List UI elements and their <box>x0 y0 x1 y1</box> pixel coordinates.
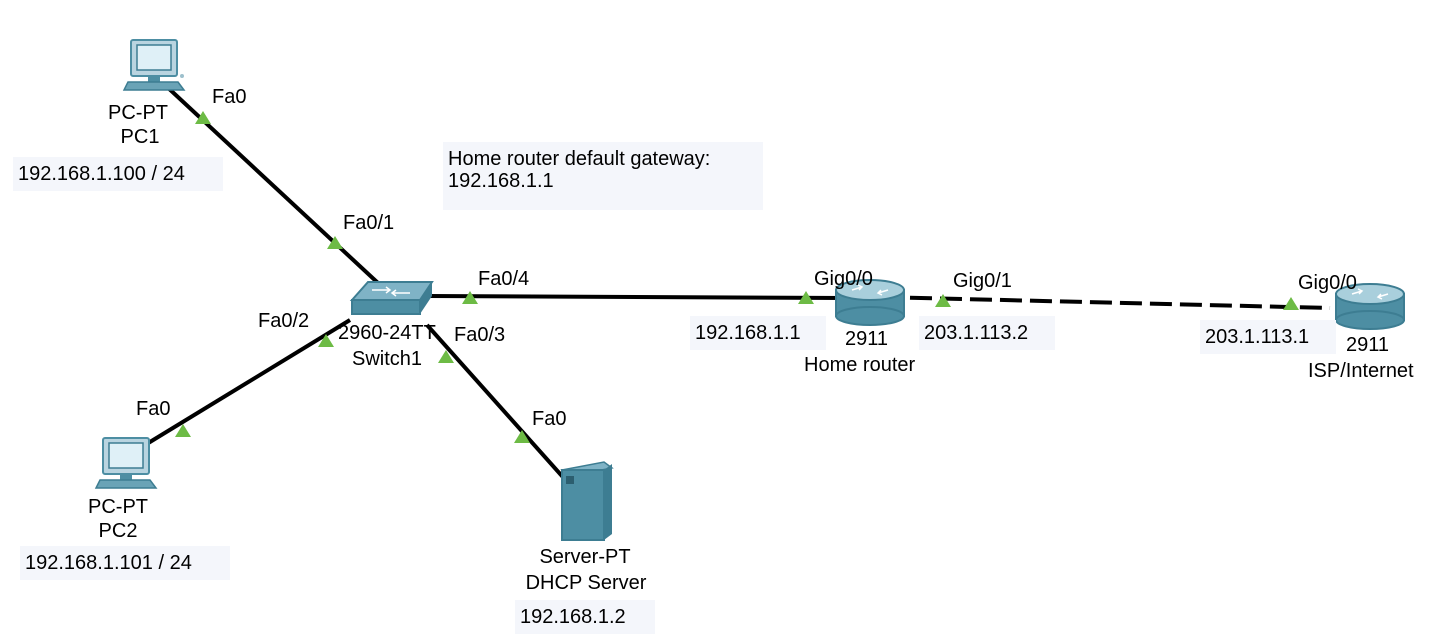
port-label-pc1-fa0: Fa0 <box>212 86 247 108</box>
server-model-label: Server-PT <box>539 546 631 568</box>
pc1-icon[interactable] <box>122 39 186 91</box>
pc2-name-label: PC2 <box>98 520 138 542</box>
pc1-model-label: PC-PT <box>108 102 168 124</box>
port-label-home-gig0-0: Gig0/0 <box>814 268 873 290</box>
port-marker-isp-gig0-0 <box>1283 297 1299 310</box>
pc1-ip-note: 192.168.1.100 / 24 <box>13 157 223 191</box>
server-ip-note: 192.168.1.2 <box>515 600 655 634</box>
isp-router-name-label: ISP/Internet <box>1308 360 1414 382</box>
port-marker-sw-fa0-3 <box>438 350 454 363</box>
port-marker-home-gig0-1 <box>935 294 951 307</box>
port-label-pc2-fa0: Fa0 <box>136 398 171 420</box>
home-router-icon[interactable] <box>835 279 905 326</box>
port-markers <box>175 111 1299 443</box>
home-lan-ip-note: 192.168.1.1 <box>690 316 826 350</box>
home-wan-ip-note: 203.1.113.2 <box>919 316 1055 350</box>
links <box>143 83 1331 487</box>
pc2-ip-note: 192.168.1.101 / 24 <box>20 546 230 580</box>
port-label-server-fa0: Fa0 <box>532 408 567 430</box>
isp-ip-note: 203.1.113.1 <box>1200 320 1336 354</box>
port-label-sw-fa0-2: Fa0/2 <box>258 310 310 332</box>
link-pc2-switch[interactable] <box>143 318 352 447</box>
link-home-isp-dashed[interactable] <box>879 295 1331 310</box>
port-marker-server-fa0 <box>514 430 530 443</box>
home-router-name-label: Home router <box>804 354 916 376</box>
port-label-sw-fa0-4: Fa0/4 <box>478 268 530 290</box>
isp-router-model-label: 2911 <box>1346 334 1390 356</box>
pc1-name-label: PC1 <box>120 126 160 148</box>
link-server-switch[interactable] <box>425 323 572 487</box>
home-router-model-label: 2911 <box>845 328 889 350</box>
port-label-sw-fa0-1: Fa0/1 <box>343 212 395 234</box>
isp-router-icon[interactable] <box>1335 283 1405 330</box>
port-label-isp-gig0-0: Gig0/0 <box>1298 272 1357 294</box>
port-marker-sw-fa0-2 <box>318 334 334 347</box>
switch-name-label: Switch1 <box>352 348 423 370</box>
server-icon[interactable] <box>560 461 614 541</box>
pc2-model-label: PC-PT <box>88 496 148 518</box>
link-switch-home-router[interactable] <box>427 294 846 300</box>
switch-icon[interactable] <box>349 281 434 315</box>
pc2-icon[interactable] <box>94 437 158 489</box>
port-marker-pc1-fa0 <box>195 111 211 124</box>
server-name-label: DHCP Server <box>525 572 647 594</box>
switch-model-label: 2960-24TT <box>338 322 436 344</box>
gateway-note: Home router default gateway: 192.168.1.1 <box>443 142 763 210</box>
port-marker-sw-fa0-4 <box>462 291 478 304</box>
port-label-home-gig0-1: Gig0/1 <box>953 270 1012 292</box>
port-marker-home-gig0-0 <box>798 291 814 304</box>
port-label-sw-fa0-3: Fa0/3 <box>454 324 506 346</box>
port-marker-pc2-fa0 <box>175 424 191 437</box>
port-marker-sw-fa0-1 <box>327 236 343 249</box>
